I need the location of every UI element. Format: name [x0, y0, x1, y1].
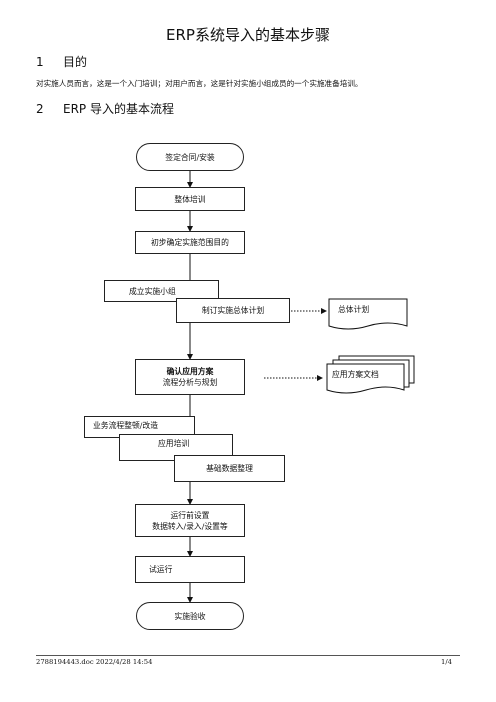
flow-plan-label: 制订实施总体计划	[201, 306, 265, 315]
solution-document-front	[326, 363, 405, 394]
flow-team: 成立实施小组	[104, 280, 219, 302]
section-2-number: 2	[36, 102, 44, 116]
flow-scope: 初步确定实施范围目的	[135, 231, 245, 254]
flow-confirm-solution-title: 确认应用方案	[166, 367, 214, 376]
flow-confirm-solution: 确认应用方案 流程分析与规划	[135, 359, 245, 395]
purpose-paragraph: 对实施人员而言，这是一个入门培训；对用户而言，这是针对实施小组成员的一个实施准备…	[36, 79, 363, 88]
flow-acceptance: 实施验收	[136, 602, 244, 630]
flow-acceptance-label: 实施验收	[174, 611, 206, 621]
section-1-title: 目的	[63, 55, 88, 69]
plan-document-shape	[328, 298, 408, 330]
document-title: ERP系统导入的基本步骤	[166, 26, 330, 44]
flow-trial-run: 试运行	[135, 556, 245, 583]
footer-page-number: 1/4	[441, 658, 452, 666]
flow-trial-run-label: 试运行	[149, 565, 173, 574]
flow-business-process-label: 业务流程整顿/改造	[93, 421, 159, 430]
section-2-title: ERP 导入的基本流程	[63, 102, 174, 116]
flow-base-data-label: 基础数据整理	[206, 464, 253, 473]
section-1-heading: 1 目的	[36, 53, 87, 70]
flow-pre-run-subtitle: 数据转入/录入/设置等	[152, 521, 228, 531]
flow-sign-contract: 签定合同/安装	[136, 143, 244, 171]
flow-overall-training: 整体培训	[135, 187, 245, 211]
flow-plan: 制订实施总体计划	[176, 298, 290, 323]
flow-sign-contract-label: 签定合同/安装	[165, 152, 215, 162]
footer-file-info: 2788194443.doc 2022/4/28 14:54	[36, 658, 153, 666]
plan-document-label: 总体计划	[338, 305, 370, 314]
flow-team-label: 成立实施小组	[129, 286, 176, 296]
section-2-heading: 2 ERP 导入的基本流程	[36, 100, 174, 117]
solution-document-label: 应用方案文档	[332, 370, 379, 379]
flow-pre-run-setup: 运行前设置 数据转入/录入/设置等	[135, 504, 245, 537]
flow-confirm-solution-subtitle: 流程分析与规划	[162, 378, 218, 387]
flow-base-data: 基础数据整理	[174, 455, 285, 482]
flow-overall-training-label: 整体培训	[174, 194, 206, 204]
flow-scope-label: 初步确定实施范围目的	[151, 238, 229, 247]
flow-pre-run-title: 运行前设置	[170, 510, 210, 520]
flow-app-training-label: 应用培训	[158, 439, 190, 448]
footer-rule	[36, 655, 460, 656]
section-1-number: 1	[36, 55, 44, 69]
